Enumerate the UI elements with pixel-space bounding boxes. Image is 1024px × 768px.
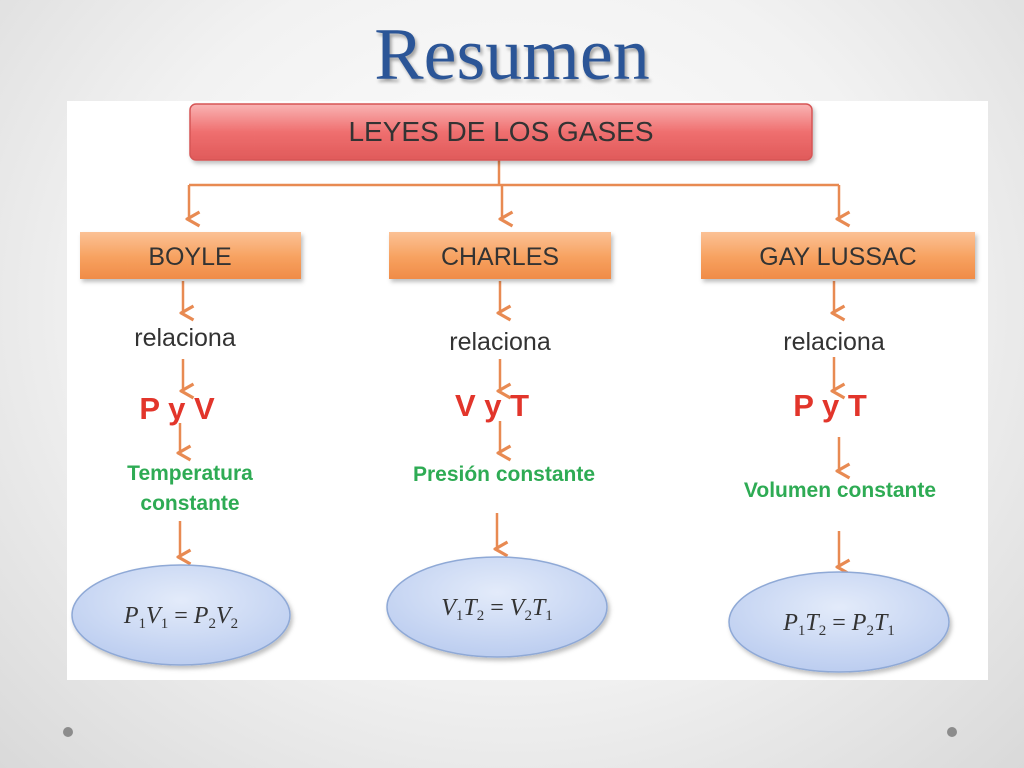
formula-charles: V1T2 = V2T1 — [386, 556, 608, 658]
condition-boyle-line1: Temperatura — [127, 462, 253, 485]
formula-gaylussac: P1T2 = P2T1 — [728, 571, 950, 673]
root-label: LEYES DE LOS GASES — [348, 116, 653, 147]
root-node: LEYES DE LOS GASES — [189, 103, 813, 161]
decorative-dot-right — [947, 727, 957, 737]
connectors — [180, 159, 839, 567]
decorative-dot-left — [63, 727, 73, 737]
relation-label-gaylussac: relaciona — [783, 328, 885, 356]
law-label: GAY LUSSAC — [759, 243, 916, 271]
condition-charles: Presión constante — [413, 463, 595, 486]
slide-title: Resumen — [374, 14, 650, 96]
law-node-gaylussac: GAY LUSSAC — [701, 232, 975, 279]
law-node-charles: CHARLES — [389, 232, 611, 279]
condition-boyle-line2: constante — [140, 492, 239, 515]
variables-gaylussac: P y T — [793, 388, 867, 423]
condition-gaylussac: Volumen constante — [744, 479, 936, 502]
variables-charles: V y T — [455, 388, 529, 423]
formula-boyle: P1V1 = P2V2 — [71, 564, 291, 666]
svg-text:P1T2 = P2T1: P1T2 = P2T1 — [782, 610, 895, 639]
concept-map-panel: LEYES DE LOS GASES BOYLE CHARLES GAY LUS… — [67, 101, 988, 680]
law-label: BOYLE — [148, 243, 231, 271]
variables-boyle: P y V — [139, 391, 215, 426]
relation-label-boyle: relaciona — [134, 324, 236, 352]
law-node-boyle: BOYLE — [80, 232, 301, 279]
law-label: CHARLES — [441, 243, 559, 271]
relation-label-charles: relaciona — [449, 328, 551, 356]
svg-text:P1V1 = P2V2: P1V1 = P2V2 — [123, 603, 238, 632]
svg-text:V1T2 = V2T1: V1T2 = V2T1 — [441, 595, 553, 624]
